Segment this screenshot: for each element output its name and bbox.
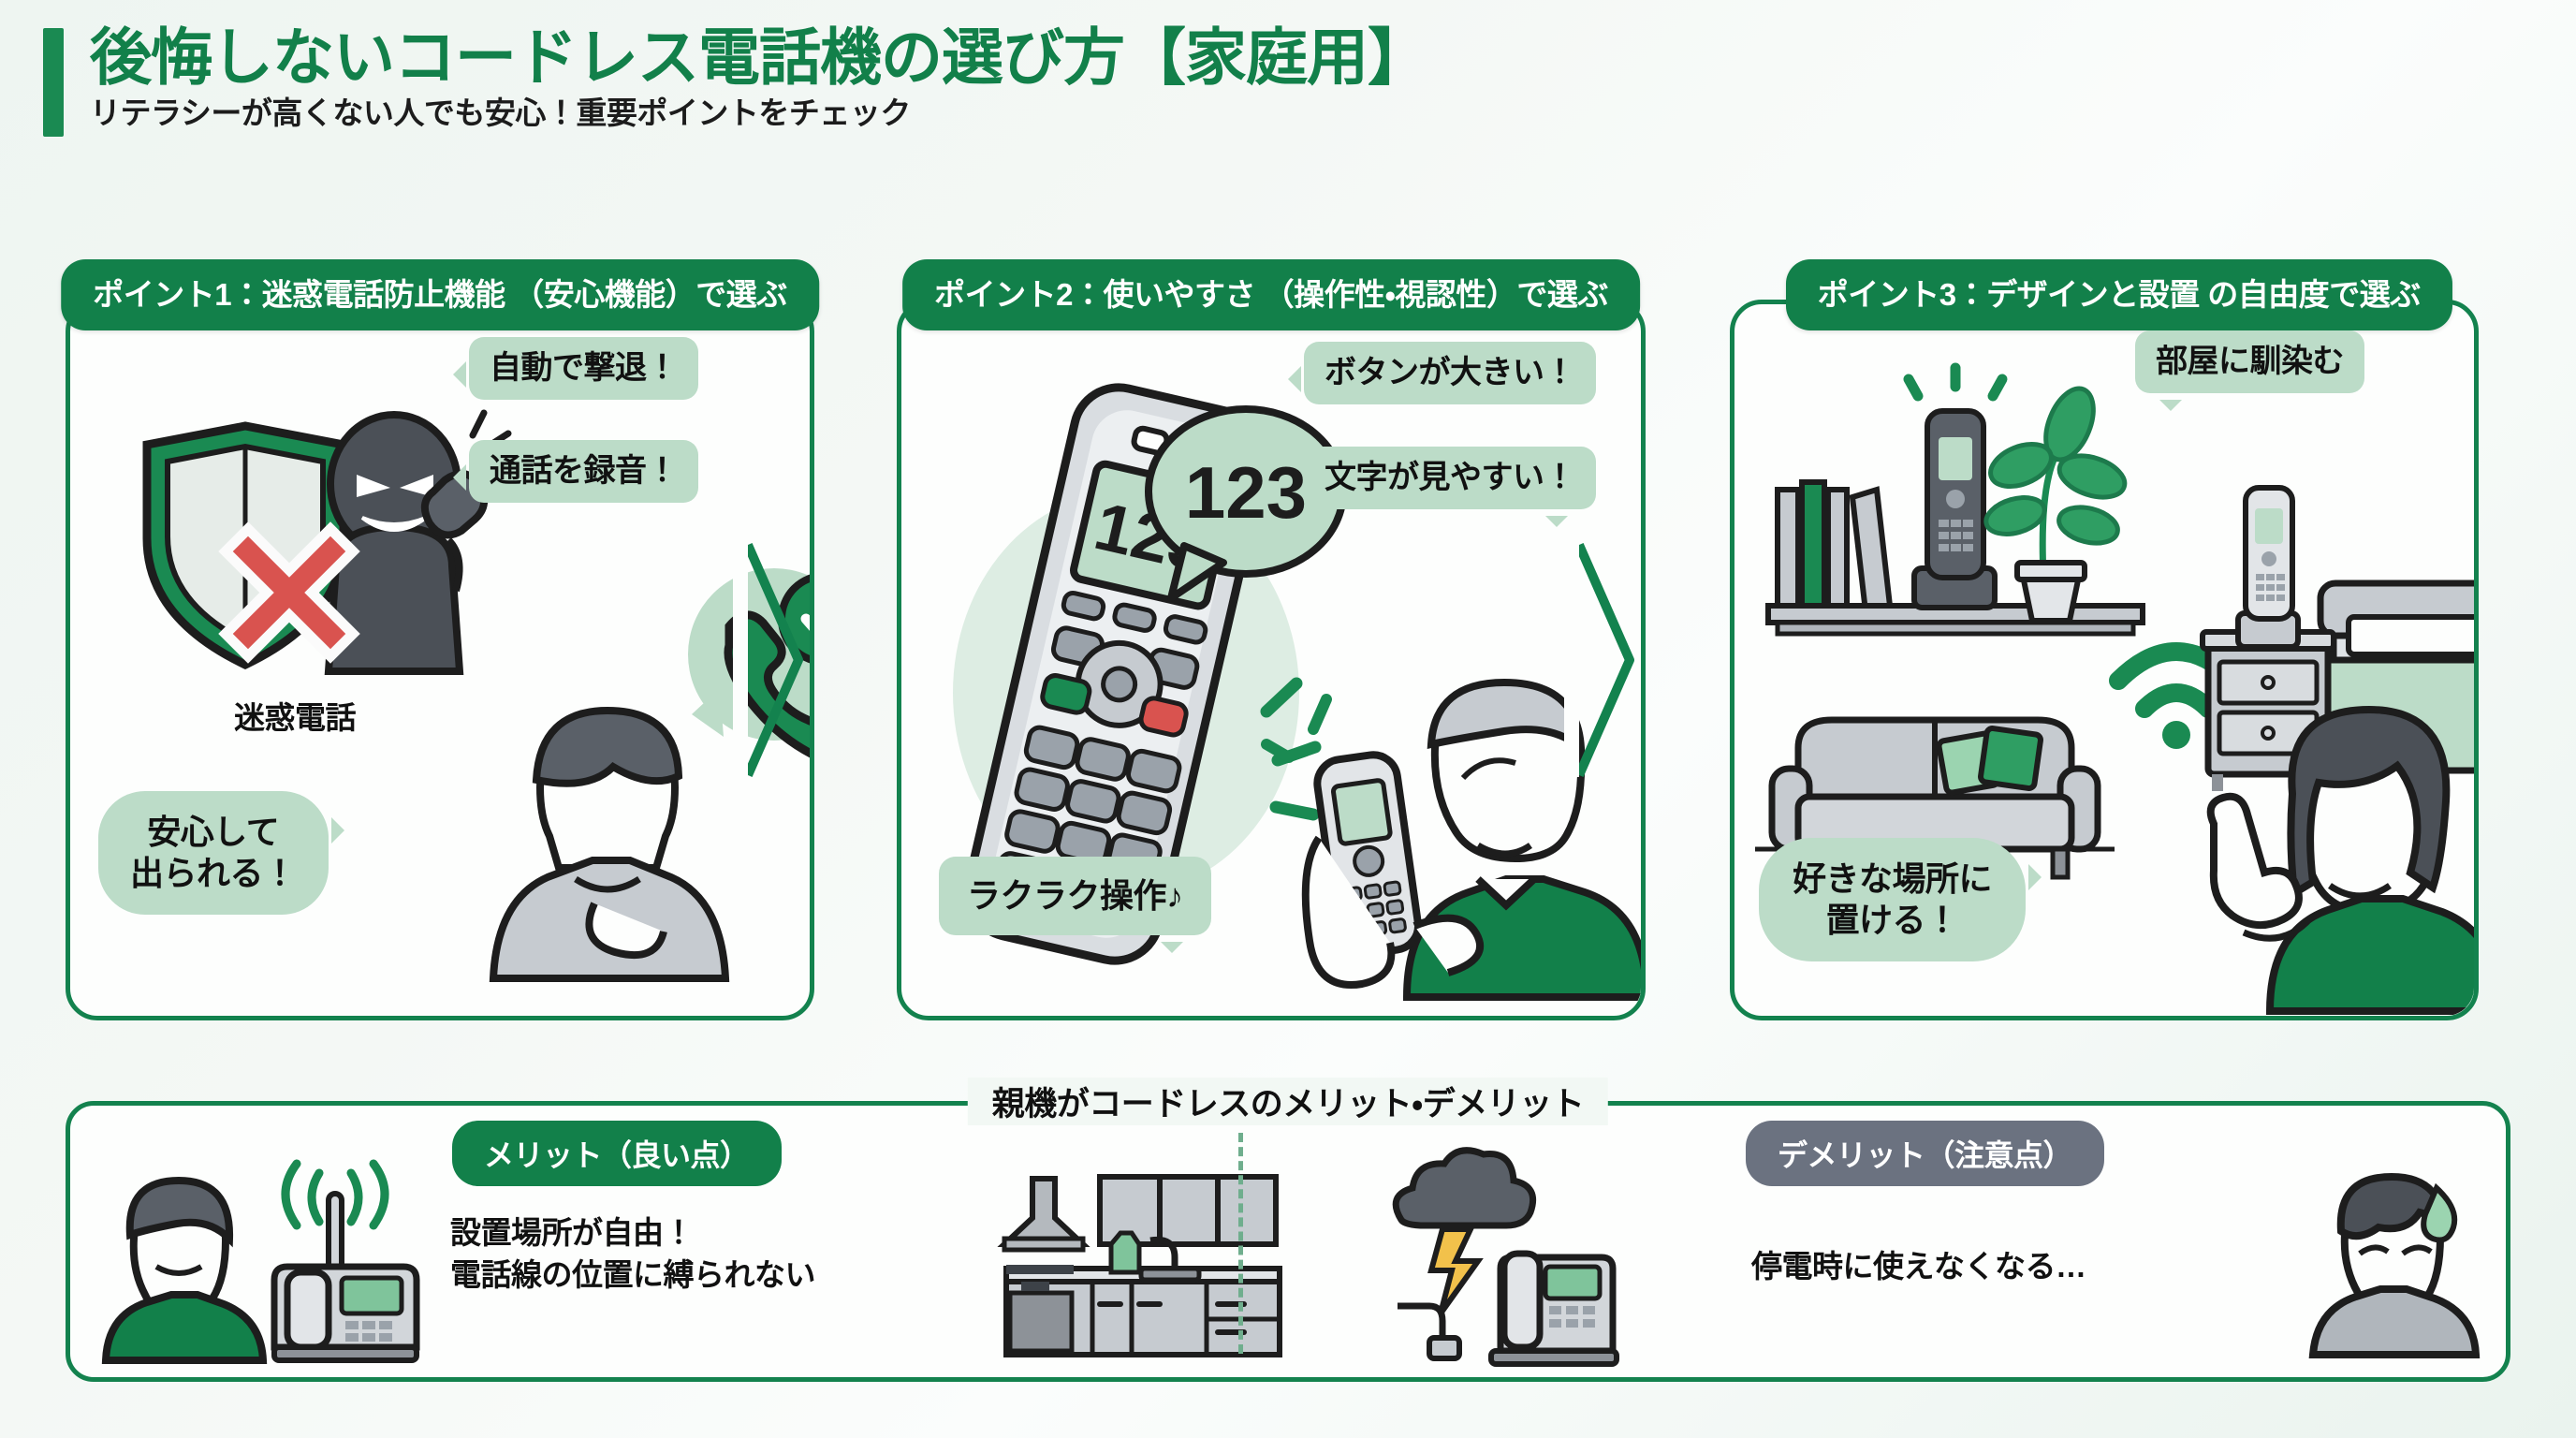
bubble-easy-operation: ラクラク操作♪ [939,857,1211,953]
page-title: 後悔しないコードレス電話機の選び方【家庭用】 [90,22,1429,92]
demerit-person-illustration [2308,1172,2481,1358]
bubble-record-call: 通話を録音！ [453,440,698,504]
power-outage-illustration [1392,1147,1619,1367]
spam-call-illustration [142,409,525,675]
spam-call-label: 迷惑電話 [234,700,357,735]
point-card-1-body: 迷惑電話 自動で撃退！ 通話を録音！ 安心して 出られる！ [70,304,810,1016]
point-card-1: ポイント1：迷惑電話防止機能 （安心機能）で選ぶ [61,259,819,1020]
point-card-1-badge: ポイント1：迷惑電話防止機能 （安心機能）で選ぶ [61,259,819,331]
merit-pill: メリット（良い点） [452,1121,782,1186]
merit-text: 設置場所が自由！ 電話線の位置に縛られない [450,1215,816,1292]
callout-digits: 123 [1185,451,1307,534]
digits-callout-bubble: 123 [1145,405,1347,602]
page-header: 後悔しないコードレス電話機の選び方【家庭用】 リテラシーが高くない人でも安心！重… [43,22,1429,137]
demerit-pill: デメリット（注意点） [1746,1121,2105,1186]
shelf-scene-illustration [1765,362,2145,637]
kitchen-illustration [997,1174,1282,1357]
phone-check-icon [688,568,810,758]
point-card-3: ポイント3：デザインと設置 の自由度で選ぶ [1730,259,2479,1020]
panel-title: 親機がコードレスのメリット・デメリット [967,1078,1609,1125]
point-card-2: ポイント2：使いやすさ （操作性・視認性）で選ぶ 123 [897,259,1646,1020]
point-card-2-body: 123 [901,304,1641,1016]
merit-person-illustration [101,1176,268,1364]
bubble-big-buttons: ボタンが大きい！ [1288,342,1596,405]
point-card-3-badge: ポイント3：デザインと設置 の自由度で選ぶ [1785,259,2452,331]
bubble-easy-to-read: 文字が見やすい！ [1304,447,1596,529]
merit-demerit-panel: 親機がコードレスのメリット・デメリット メリット（良い点） 設置場所が自由！ 電… [66,1078,2510,1382]
relieved-man-illustration [489,706,730,982]
pointing-woman-illustration [2206,705,2474,1015]
point-card-3-body: 部屋に馴染む 好きな場所に 置ける！ [1734,304,2474,1016]
base-phone-merit-illustration [271,1159,420,1363]
bubble-place-anywhere: 好きな場所に 置ける！ [1759,838,2042,961]
point-card-2-badge: ポイント2：使いやすさ （操作性・視認性）で選ぶ [902,259,1640,331]
senior-user-illustration [1261,678,1641,1001]
bubble-fits-room: 部屋に馴染む [2135,330,2364,413]
panel-vertical-divider [1238,1133,1243,1354]
page-subtitle: リテラシーが高くない人でも安心！重要ポイントをチェック [90,95,911,131]
bubble-auto-block: 自動で撃退！ [453,337,698,401]
accent-bar [43,28,64,137]
demerit-text: 停電時に使えなくなる… [1751,1249,2086,1284]
bubble-answer-safely: 安心して 出られる！ [98,791,344,915]
